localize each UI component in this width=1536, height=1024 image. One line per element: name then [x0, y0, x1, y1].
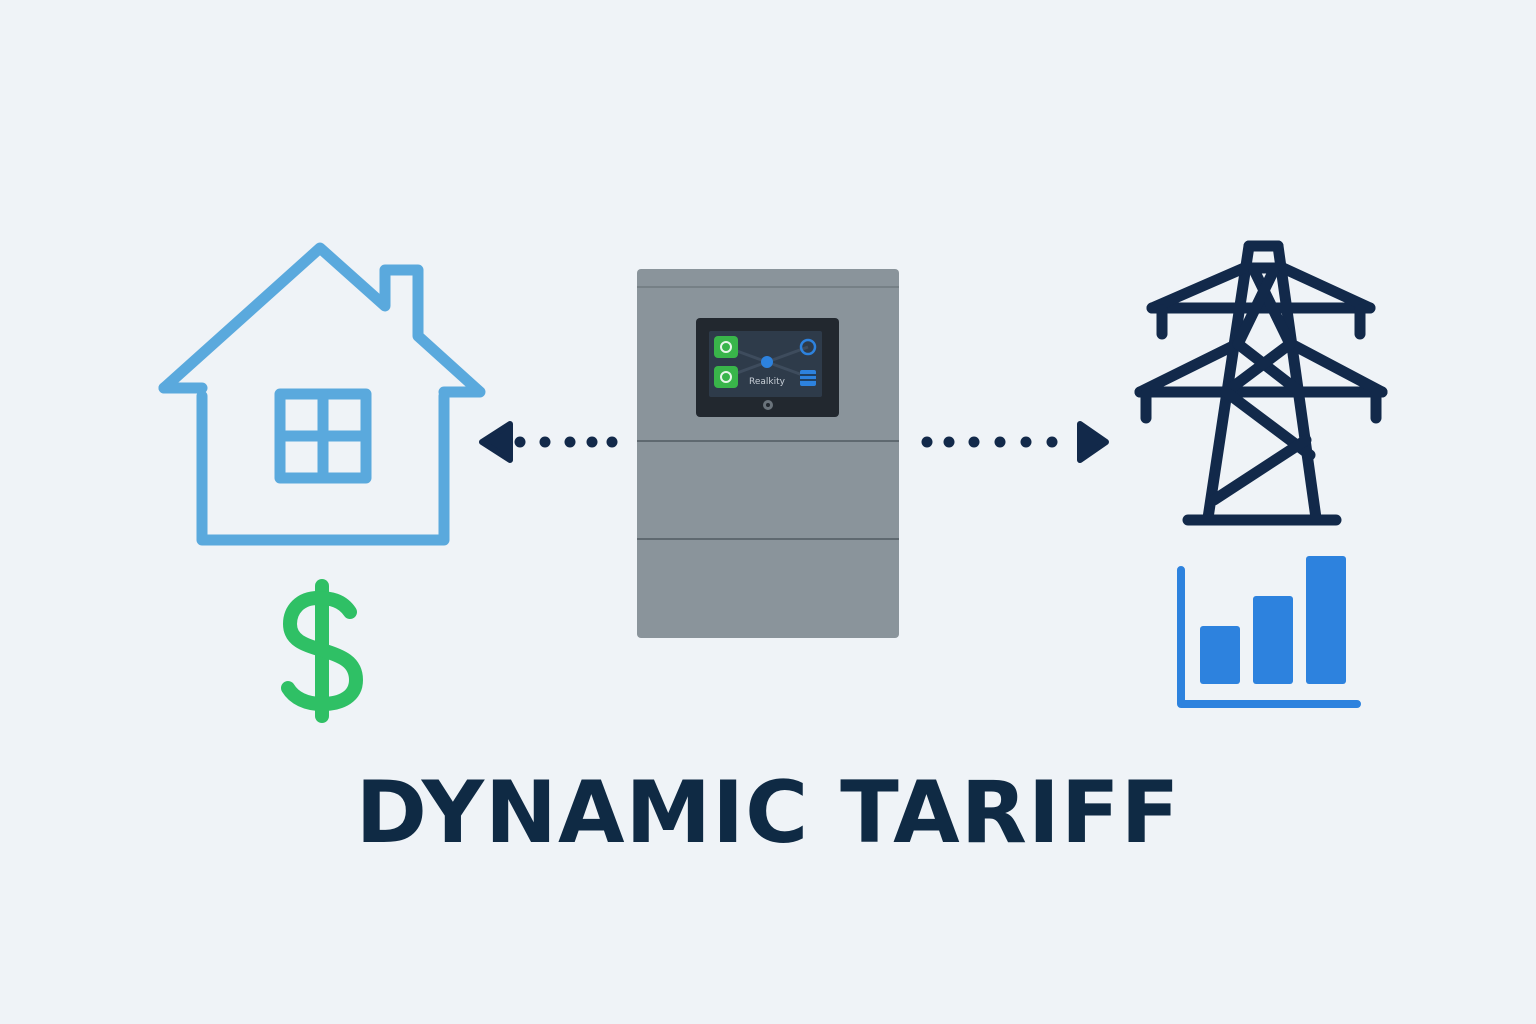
bar-1 — [1200, 626, 1240, 684]
diagram-title: DYNAMIC TARIFF — [355, 763, 1181, 863]
bar-3 — [1306, 556, 1346, 684]
house-icon — [158, 242, 486, 546]
dotted-arrow-right-icon — [921, 421, 1109, 463]
bar-chart-icon — [1177, 556, 1361, 708]
power-pylon-icon — [1134, 240, 1388, 526]
bar-2 — [1253, 596, 1293, 684]
dollar-sign-icon — [281, 579, 363, 723]
home-battery-icon: Realkity — [637, 269, 899, 638]
device-screen: Realkity — [696, 318, 839, 417]
dotted-arrow-left-icon — [479, 421, 618, 463]
screen-label: Realkity — [749, 377, 786, 387]
